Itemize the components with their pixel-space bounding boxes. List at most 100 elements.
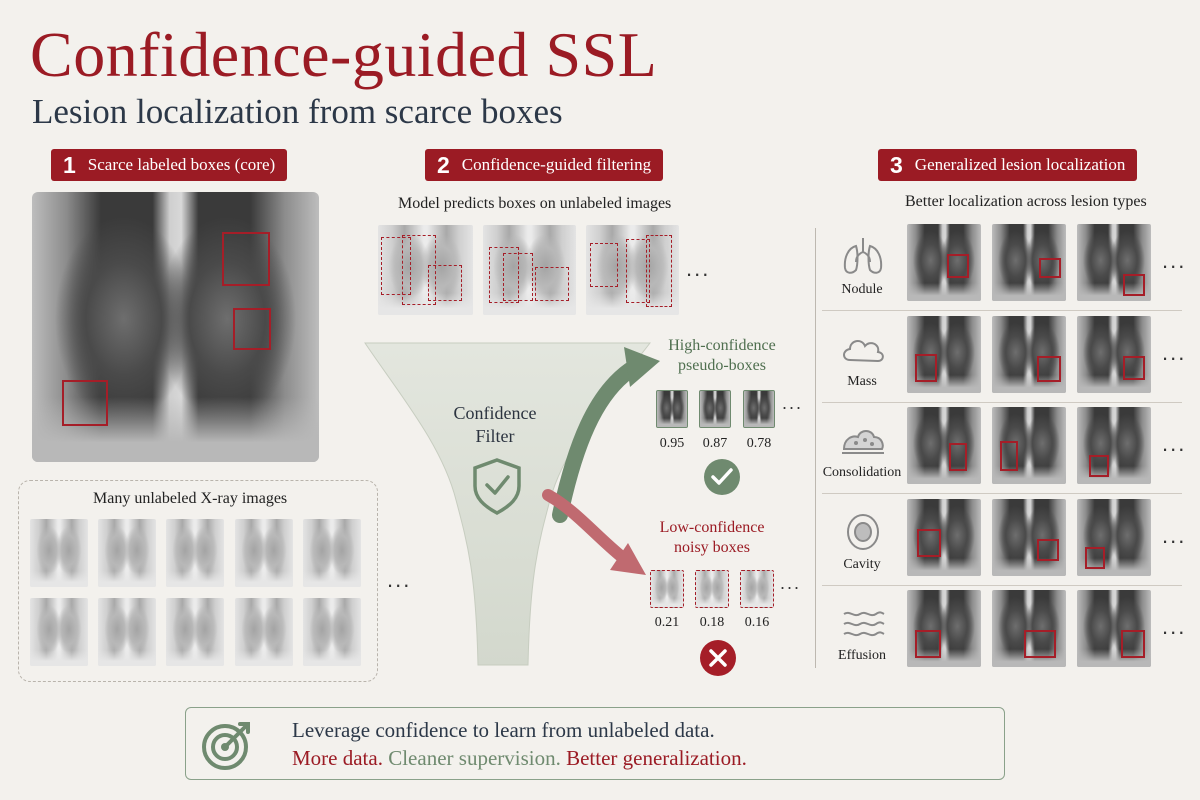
predict-caption: Model predicts boxes on unlabeled images xyxy=(398,195,672,212)
lesion-icon-svg xyxy=(843,238,883,274)
high-crop-1 xyxy=(656,390,688,428)
localized-xray-thumb xyxy=(992,499,1066,576)
localized-box xyxy=(1039,258,1061,278)
predicted-box xyxy=(646,235,672,307)
lesion-icon xyxy=(838,507,888,557)
localized-box xyxy=(915,354,937,382)
low-crop-2 xyxy=(695,570,729,608)
high-confidence-arrow xyxy=(552,362,638,523)
bottom-banner xyxy=(185,707,1005,780)
confidence-funnel xyxy=(364,342,660,666)
high-label-line2: pseudo-boxes xyxy=(678,357,766,374)
step-1-label: Scarce labeled boxes (core) xyxy=(87,155,276,174)
localized-box xyxy=(1037,356,1061,382)
unlabeled-xray-thumb xyxy=(30,519,88,587)
unlabeled-images-frame xyxy=(18,480,378,682)
low-confidence-label: Low-confidence noisy boxes xyxy=(642,518,782,558)
shield-icon xyxy=(473,458,521,515)
high-crop-2 xyxy=(699,390,731,428)
predicted-box xyxy=(381,237,411,295)
lesion-row-ellipsis: ... xyxy=(1162,431,1187,456)
high-score-2: 0.87 xyxy=(702,436,728,451)
localized-box xyxy=(1089,455,1109,477)
filter-label: Confidence Filter xyxy=(430,402,560,448)
localized-box xyxy=(947,254,969,278)
lesion-row-separator xyxy=(822,402,1182,403)
step-2-number: 2 xyxy=(437,151,450,178)
predicted-box xyxy=(503,253,533,301)
localized-xray-thumb xyxy=(907,590,981,667)
labeled-box xyxy=(62,380,108,426)
localized-box xyxy=(1085,547,1105,569)
filter-label-line1: Confidence xyxy=(453,403,537,423)
high-label-line1: High-confidence xyxy=(668,337,776,354)
lesion-row-ellipsis: ... xyxy=(1162,340,1187,365)
low-confidence-arrow xyxy=(542,489,628,563)
banner-line1: Leverage confidence to learn from unlabe… xyxy=(292,718,715,742)
unlabeled-xray-thumb xyxy=(235,598,293,666)
localized-xray-thumb xyxy=(1077,316,1151,393)
step-1-number: 1 xyxy=(63,151,76,178)
localized-box xyxy=(1000,441,1018,471)
localized-box xyxy=(1024,630,1056,658)
reject-x-icon xyxy=(700,640,736,676)
low-score-3: 0.16 xyxy=(744,615,770,630)
banner-more-data: More data. xyxy=(292,746,383,770)
low-ellipsis: ... xyxy=(780,573,802,593)
unlabeled-xray-thumb xyxy=(303,519,361,587)
high-score-1: 0.95 xyxy=(659,436,685,451)
high-crop-3 xyxy=(743,390,775,428)
localized-xray-thumb xyxy=(907,499,981,576)
localized-box xyxy=(1123,274,1145,296)
unlabeled-xray-thumb xyxy=(166,519,224,587)
low-label-line1: Low-confidence xyxy=(659,519,765,536)
lesion-name: Mass xyxy=(847,374,877,389)
panel3-divider xyxy=(815,228,816,668)
step-3-label: Generalized lesion localization xyxy=(914,155,1126,174)
high-ellipsis: ... xyxy=(782,393,804,413)
unlabeled-xray-thumb xyxy=(30,598,88,666)
labeled-box xyxy=(222,232,270,286)
lesion-name: Cavity xyxy=(843,557,881,572)
step-3-number: 3 xyxy=(890,151,903,178)
predicted-box xyxy=(535,267,569,301)
lesion-icon xyxy=(838,324,888,374)
predicted-xray-3 xyxy=(586,225,679,315)
localized-xray-thumb xyxy=(907,407,981,484)
low-score-1: 0.21 xyxy=(654,615,680,630)
localized-box xyxy=(1123,356,1145,380)
step-2-label: Confidence-guided filtering xyxy=(461,155,652,174)
high-score-3: 0.78 xyxy=(746,436,772,451)
banner-cleaner-supervision: Cleaner supervision. xyxy=(388,746,561,770)
predicted-box xyxy=(590,243,618,287)
banner-better-generalization: Better generalization. xyxy=(566,746,747,770)
localized-xray-thumb xyxy=(992,590,1066,667)
step-2-badge: 2 Confidence-guided filtering xyxy=(425,149,664,181)
step-3-badge: 3 Generalized lesion localization xyxy=(878,149,1138,181)
labeled-box xyxy=(233,308,271,350)
step-1-badge: 1 Scarce labeled boxes (core) xyxy=(51,149,288,181)
predicted-xray-1 xyxy=(378,225,473,315)
localized-xray-thumb xyxy=(992,407,1066,484)
low-crop-1 xyxy=(650,570,684,608)
lesion-name: Consolidation xyxy=(822,465,902,480)
unlabeled-xray-thumb xyxy=(303,598,361,666)
labeled-xray-image xyxy=(32,192,319,462)
lesion-row-ellipsis: ... xyxy=(1162,614,1187,639)
panel3-caption: Better localization across lesion types xyxy=(905,193,1147,210)
page-subtitle: Lesion localization from scarce boxes xyxy=(32,92,563,131)
low-label-line2: noisy boxes xyxy=(674,539,750,556)
predicted-box xyxy=(428,265,462,301)
predicted-box xyxy=(402,235,436,305)
lesion-icon xyxy=(838,232,888,282)
check-icon xyxy=(485,475,510,495)
lesion-row-separator xyxy=(822,310,1182,311)
low-crop-3 xyxy=(740,570,774,608)
localized-xray-thumb xyxy=(907,316,981,393)
localized-box xyxy=(949,443,967,471)
predicted-xray-2 xyxy=(483,225,576,315)
lesion-icon xyxy=(838,415,888,465)
localized-xray-thumb xyxy=(1077,407,1151,484)
lesion-icon-svg xyxy=(847,514,879,550)
high-arrow-head xyxy=(624,347,660,387)
